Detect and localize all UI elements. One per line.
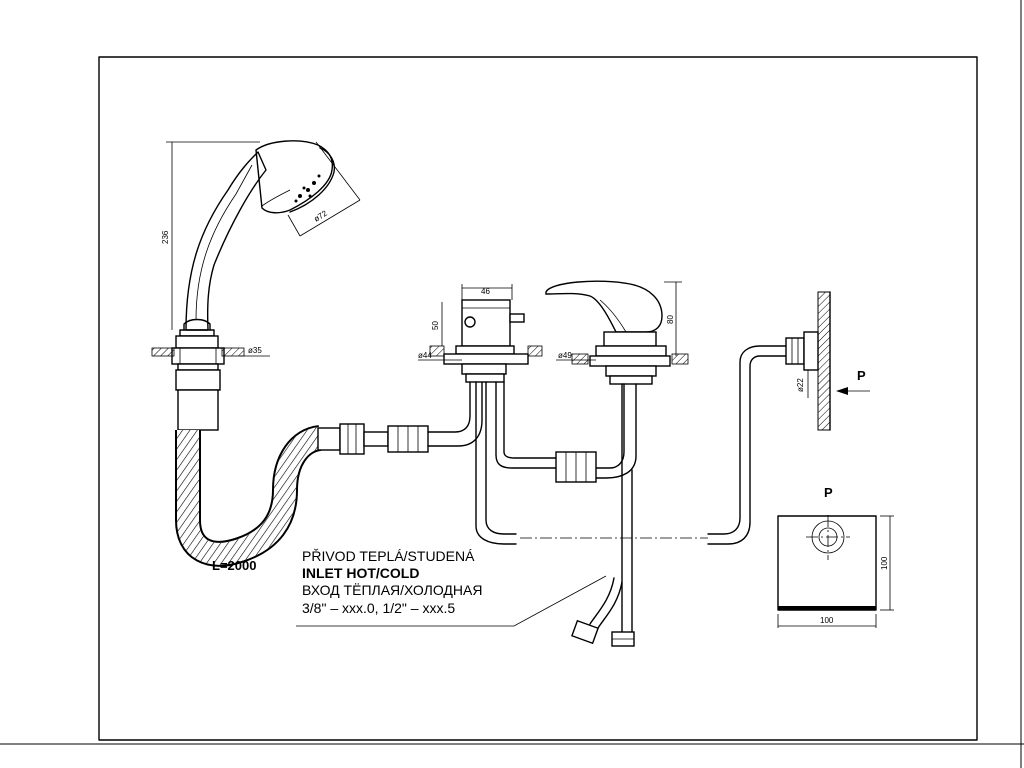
note-line-2: INLET HOT/COLD [302, 565, 419, 581]
mixer-tap [545, 280, 689, 647]
diverter-dimensions: 46 50 ø44 [418, 284, 513, 361]
shower-base-diameter-dim: ø35 [248, 346, 262, 355]
diverter-valve [429, 299, 557, 545]
mixer-base-diameter-dim: ø49 [558, 351, 572, 360]
note-line-1: PŘIVOD TEPLÁ/STUDENÁ [302, 548, 475, 564]
diverter-base-diameter-dim: ø44 [418, 351, 432, 360]
inlet-note: PŘIVOD TEPLÁ/STUDENÁ INLET HOT/COLD ВХОД… [296, 548, 607, 627]
hose-length-label: L=2000 [212, 558, 256, 573]
wall-connection: P ø22 [707, 291, 870, 545]
note-line-3: ВХОД ТЁПЛАЯ/ХОЛОДНАЯ [302, 582, 482, 598]
plate-height-dim: 100 [880, 556, 889, 570]
note-line-4: 3/8" – xxx.0, 1/2" – xxx.5 [302, 600, 455, 616]
wall-pipe-diameter-dim: ø22 [796, 378, 805, 392]
wall-view-label: P [857, 368, 866, 383]
handshower-dimensions: 236 ø72 ø35 [161, 141, 361, 357]
plate-view-label: P [824, 485, 833, 500]
mixer-height-dim: 80 [666, 315, 675, 324]
diverter-height-dim: 50 [431, 321, 440, 330]
handshower-length-dim: 236 [161, 230, 170, 244]
shower-head-nozzles [294, 174, 321, 203]
plate-width-dim: 100 [820, 616, 834, 625]
hand-shower [151, 140, 483, 567]
mixer-dimensions: 80 ø49 [556, 281, 682, 361]
cover-plate: P 100 100 [777, 485, 894, 628]
head-diameter-dim: ø72 [312, 208, 329, 223]
diverter-width-dim: 46 [481, 287, 490, 296]
